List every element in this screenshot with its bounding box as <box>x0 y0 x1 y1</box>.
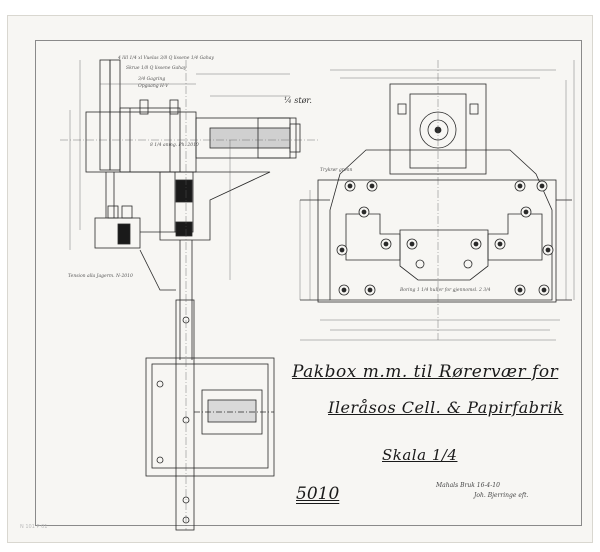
holes-note: Boring 1 1/4 huller for gjennomsl. 2 3/4 <box>400 288 491 293</box>
belt-spec-note: 4 lill 1/4 xl Vuelas 3/8 Q lissene 1/4 G… <box>118 56 214 61</box>
drawing-frame <box>35 40 582 526</box>
pipe-note: Trykrør grønn <box>320 168 353 173</box>
title-line-1: Pakbox m.m. til Rørervær for <box>292 362 559 382</box>
title-line-2: Ileråsos Cell. & Papirfabrik <box>328 398 564 417</box>
bushing-note: 3/4 Gagring <box>138 77 166 82</box>
bolt-holes <box>336 180 554 296</box>
bolt-spec-note: Skrue 1/8 Q lissene Gahay <box>126 66 187 71</box>
corner-scale-label: ¼ stør. <box>284 96 312 105</box>
dimension-lines <box>60 60 575 530</box>
signature-line-2: Joh. Bjerringe eft. <box>474 492 529 499</box>
oil-cup-note: Opgaang H-V <box>138 84 169 89</box>
drawing-number: 5010 <box>296 484 340 504</box>
tension-note: Tension alla Jagerm. N-2010 <box>68 274 133 279</box>
side-elevation-view <box>85 59 301 360</box>
signature-line-1: Mahals Bruk 16-4-10 <box>436 482 500 489</box>
bearing-note: 8 1/4 anmg. Ph. 2010 <box>150 143 199 148</box>
title-scale: Skala 1/4 <box>382 446 458 464</box>
base-plate-plan-view <box>145 299 275 531</box>
archive-stamp: N 101 P 01 <box>20 524 48 530</box>
front-elevation-view <box>300 83 572 303</box>
